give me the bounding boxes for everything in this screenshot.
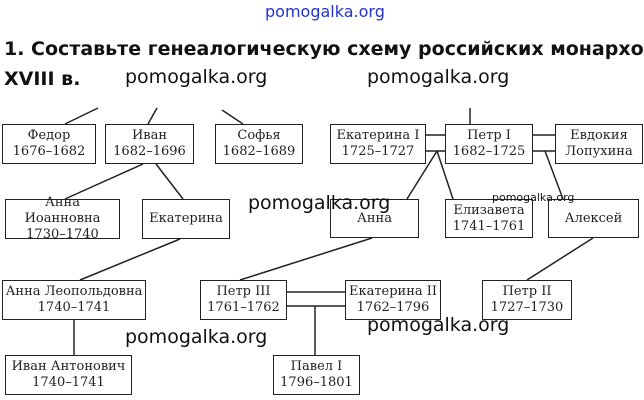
task-title: 1. Составьте генеалогическую схему росси…: [4, 38, 644, 60]
node-name: Екатерина I: [336, 128, 420, 143]
node-name: Иван: [131, 128, 168, 143]
node-name: Алексей: [564, 210, 623, 226]
node-years: 1730–1740: [26, 227, 99, 242]
node-years: 1796–1801: [280, 375, 353, 390]
node-name: Павел I: [290, 359, 343, 374]
node-name: Анна Леопольдовна: [5, 284, 143, 299]
node-surname: Лопухина: [565, 144, 633, 159]
task-title-century: XVIII в.: [4, 68, 81, 90]
watermark: pomogalka.org: [367, 314, 510, 336]
node-name: Екатерина II: [348, 284, 438, 299]
node-name: Екатерина: [149, 211, 223, 226]
node-years: 1741–1761: [452, 218, 526, 234]
node-anna: Анна: [330, 199, 419, 238]
watermark: pomogalka.org: [125, 326, 268, 348]
node-years: 1761–1762: [207, 300, 280, 315]
node-name: Петр III: [216, 284, 271, 299]
node-years: 1682–1689: [222, 144, 296, 159]
watermark: pomogalka.org: [125, 66, 268, 88]
node-name: Петр II: [502, 284, 552, 299]
node-name: Софья: [237, 128, 281, 143]
node-name: Елизавета: [453, 202, 525, 218]
node-name: Анна Иоанновна: [24, 195, 101, 226]
node-name: Федор: [27, 128, 71, 143]
node-name: Иван Антонович: [11, 359, 126, 374]
node-years: 1727–1730: [490, 300, 564, 315]
watermark: pomogalka.org: [248, 192, 391, 214]
node-years: 1676–1682: [12, 144, 86, 159]
node-years: 1725–1727: [341, 144, 415, 159]
node-ekaterina: Екатерина: [142, 199, 230, 239]
watermark: pomogalka.org: [492, 191, 575, 204]
node-years: 1682–1696: [113, 144, 186, 159]
node-name: Петр I: [467, 128, 511, 143]
node-years: 1740–1741: [32, 375, 105, 390]
node-years: 1762–1796: [356, 300, 430, 315]
node-name: Анна: [357, 210, 392, 226]
watermark: pomogalka.org: [265, 2, 385, 21]
watermark: pomogalka.org: [367, 66, 510, 88]
node-years: 1740–1741: [37, 300, 111, 315]
node-name: Евдокия: [570, 128, 628, 143]
node-aleksei: Алексей: [548, 199, 639, 238]
node-years: 1682–1725: [452, 144, 526, 159]
